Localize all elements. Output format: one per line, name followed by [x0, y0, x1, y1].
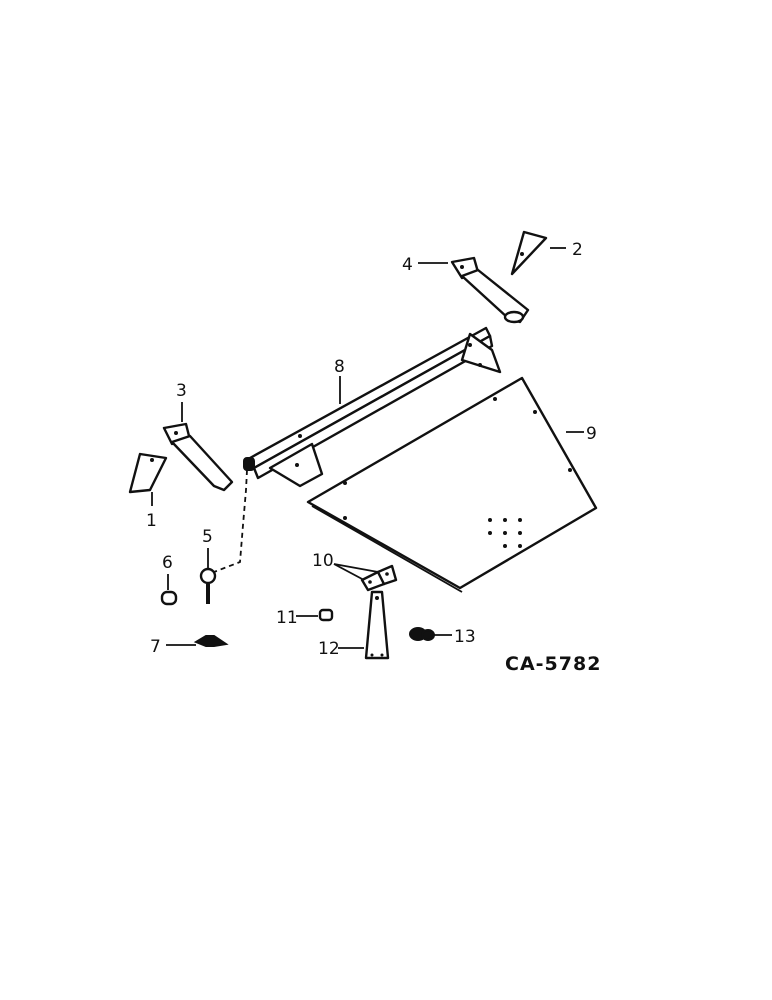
- wing-nut: [193, 635, 229, 647]
- bracket-small-right: [510, 230, 548, 276]
- eye-bolt: [199, 567, 217, 604]
- callout-4: 4: [402, 255, 413, 275]
- callout-7: 7: [150, 637, 161, 657]
- callout-1: 1: [146, 511, 157, 531]
- callout-9: 9: [586, 424, 597, 444]
- hinges: [360, 564, 398, 592]
- leader-lines: [151, 247, 584, 649]
- support-bar: [243, 326, 502, 488]
- spacer: [160, 590, 178, 606]
- reference-code: CA-5782: [505, 653, 601, 675]
- bolt: [318, 608, 334, 622]
- callout-11: 11: [276, 608, 298, 628]
- bracket-small-left: [128, 452, 168, 494]
- callout-13: 13: [454, 627, 476, 647]
- bracket-long-left: [162, 422, 234, 492]
- callout-2: 2: [572, 240, 583, 260]
- bracket-long-right: [450, 256, 530, 324]
- callout-10: 10: [312, 551, 334, 571]
- assembly-line: [213, 469, 248, 573]
- shield-panel: [306, 376, 598, 593]
- nut: [409, 627, 435, 641]
- strap: [364, 590, 390, 660]
- callout-3: 3: [176, 381, 187, 401]
- callout-8: 8: [334, 357, 345, 377]
- callout-12: 12: [318, 639, 340, 659]
- callout-5: 5: [202, 527, 213, 547]
- callout-6: 6: [162, 553, 173, 573]
